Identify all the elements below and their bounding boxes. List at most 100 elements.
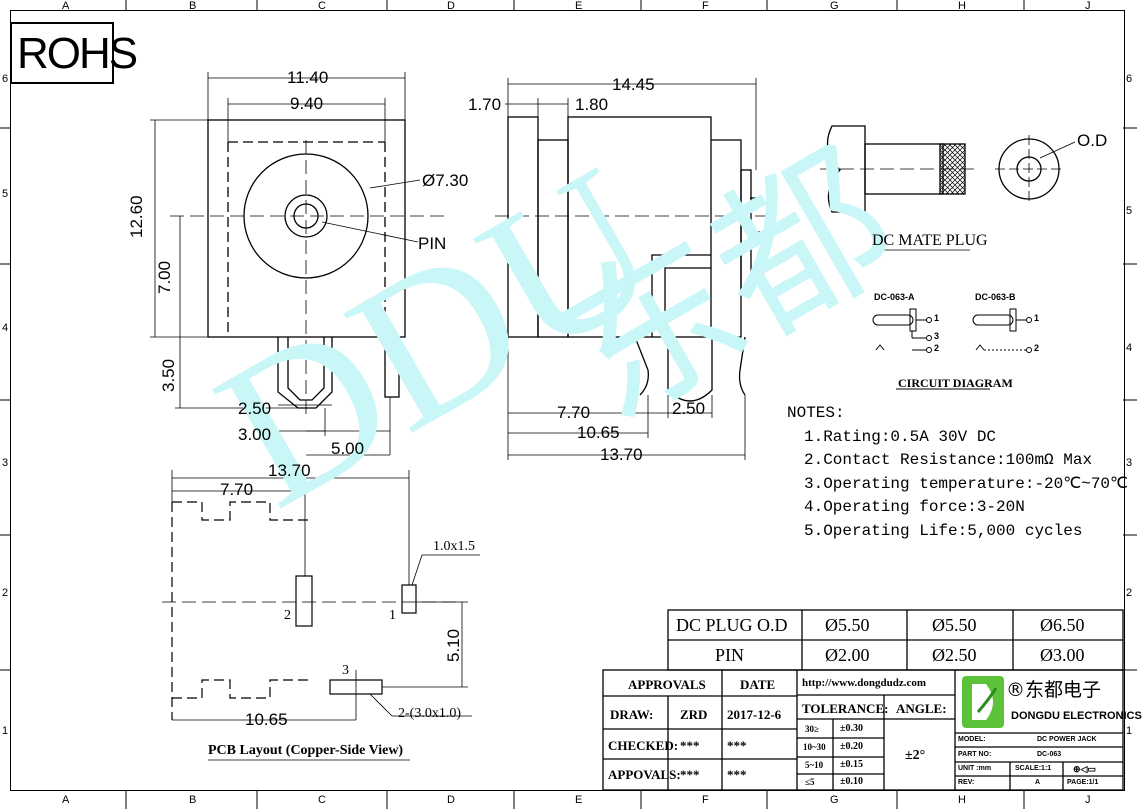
grid-row-5-right: 5 [1126, 205, 1133, 217]
grid-col-b-bottom: B [189, 794, 197, 806]
grid-col-e-bottom: E [575, 794, 583, 806]
tables-grid [602, 609, 1124, 791]
circuit-a-label: DC-063-A [874, 292, 915, 302]
circuit-b-pin2: 2 [1034, 343, 1040, 353]
plug-pin-val: Ø3.00 [1040, 645, 1085, 665]
grid-col-e: E [575, 0, 583, 12]
dim-side-total: 14.45 [612, 75, 655, 94]
dim-side-1065: 10.65 [577, 423, 620, 442]
dim-side-seg1: 1.70 [468, 95, 502, 114]
tb-tol-range: 5~10 [805, 760, 824, 770]
tb-appovals-name: *** [680, 767, 700, 782]
grid-col-b: B [189, 0, 197, 12]
plug-od-label: DC PLUG O.D [676, 615, 788, 635]
circuit-title: CIRCUIT DIAGRAM [898, 376, 1013, 390]
grid-col-d-bottom: D [447, 794, 455, 806]
circuit-b-pin1: 1 [1034, 313, 1040, 323]
grid-row-6: 6 [2, 73, 9, 85]
dim-side-seg2: 1.80 [575, 95, 609, 114]
pcb-pad-small: 1.0x1.5 [433, 539, 475, 554]
side-view [495, 78, 770, 460]
dim-front-dia: Ø7.30 [422, 171, 469, 190]
dim-front-w-outer: 11.40 [287, 68, 329, 87]
grid-col-c-bottom: C [318, 794, 326, 806]
tb-angle: ANGLE: [896, 701, 947, 716]
plug-od-val: Ø6.50 [1040, 615, 1085, 635]
plug-pin-val: Ø2.50 [932, 645, 977, 665]
circuit-b-label: DC-063-B [975, 292, 1016, 302]
dim-front-h-pin: 3.50 [159, 358, 178, 392]
grid-row-4: 4 [2, 322, 9, 334]
tb-checked-name: *** [680, 738, 700, 753]
grid-col-a-bottom: A [62, 794, 70, 806]
tb-draw: DRAW: [610, 707, 654, 722]
tb-draw-date: 2017-12-6 [727, 707, 782, 722]
plug-pin-label: PIN [715, 645, 745, 665]
tb-rev-v: A [1035, 779, 1041, 786]
grid-row-2-right: 2 [1126, 587, 1133, 599]
grid-row-1: 1 [2, 725, 9, 737]
plug-pin-val: Ø2.00 [825, 645, 870, 665]
tb-tol-val: ±0.20 [840, 741, 863, 752]
note-item: 4.Operating force:3-20N [804, 498, 1025, 516]
tb-part-k: PART NO: [958, 751, 992, 758]
dim-side-250: 2.50 [672, 399, 706, 418]
tb-tol-range: 30≥ [805, 724, 819, 734]
grid-col-a: A [62, 0, 70, 12]
note-item: 5.Operating Life:5,000 cycles [804, 522, 1083, 540]
circuit-a-pin3: 3 [934, 331, 940, 341]
dim-front-h-total: 12.60 [127, 195, 146, 238]
pcb-title: PCB Layout (Copper-Side View) [208, 743, 404, 758]
circuit-a-pin2: 2 [934, 343, 940, 353]
notes-title: NOTES: [787, 404, 845, 422]
dim-front-pin-gap: 3.00 [238, 425, 272, 444]
dim-side-770: 7.70 [557, 403, 591, 422]
grid-col-g-bottom: G [830, 794, 839, 806]
rohs-text: ROHS [17, 29, 138, 78]
dim-pcb-1065: 10.65 [245, 710, 288, 729]
dim-side-1370: 13.70 [600, 445, 643, 464]
dim-pcb-1370: 13.70 [268, 461, 311, 480]
tb-company-en: DONGDU ELECTRONICS [1011, 710, 1142, 722]
tb-model-k: MODEL: [958, 736, 986, 743]
grid-row-6-right: 6 [1126, 73, 1133, 85]
dim-front-pin-w: 2.50 [238, 399, 272, 418]
pcb-layout-drawing [162, 470, 480, 761]
dim-pcb-770: 7.70 [220, 480, 254, 499]
grid-col-d: D [447, 0, 455, 12]
pin-label: PIN [418, 234, 447, 253]
grid-row-3-right: 3 [1126, 457, 1133, 469]
grid-row-4-right: 4 [1126, 342, 1133, 354]
pcb-pad-3: 3 [342, 663, 349, 678]
projection-icon: ⊕◁▭ [1073, 764, 1096, 774]
pcb-pad-1: 1 [389, 608, 396, 623]
grid-col-f-bottom: F [702, 794, 709, 806]
dim-front-pin-pitch: 5.00 [331, 439, 365, 458]
pcb-pad-large: 2-(3.0x1.0) [398, 706, 461, 721]
note-item: 3.Operating temperature:-20℃~70℃ [804, 475, 1128, 493]
grid-row-2: 2 [2, 587, 9, 599]
pcb-pad-2: 2 [284, 608, 291, 623]
note-item: 1.Rating:0.5A 30V DC [804, 428, 997, 446]
plug-od-val: Ø5.50 [932, 615, 977, 635]
tb-checked: CHECKED: [608, 738, 679, 753]
circuit-drawing [872, 308, 1032, 390]
tb-checked-date: *** [727, 738, 747, 753]
grid-col-j: J [1085, 0, 1091, 12]
grid-col-c: C [318, 0, 326, 12]
tb-unit-k: UNIT :mm [958, 765, 992, 772]
grid-col-f: F [702, 0, 709, 12]
dim-pcb-510: 5.10 [444, 628, 463, 662]
note-item: 2.Contact Resistance:100mΩ Max [804, 451, 1093, 469]
tb-company-cn: ®东都电子 [1006, 679, 1102, 701]
mate-plug-od: O.D [1077, 131, 1108, 150]
grid-col-g: G [830, 0, 839, 12]
tb-rev-k: REV: [958, 779, 975, 786]
tb-draw-name: ZRD [680, 707, 708, 722]
tb-angle-val: ±2° [905, 748, 926, 763]
tb-scale-k: SCALE:1:1 [1015, 765, 1052, 772]
tb-tolerance: TOLERANCE: [802, 701, 889, 716]
mate-plug-title: DC MATE PLUG [872, 232, 988, 249]
